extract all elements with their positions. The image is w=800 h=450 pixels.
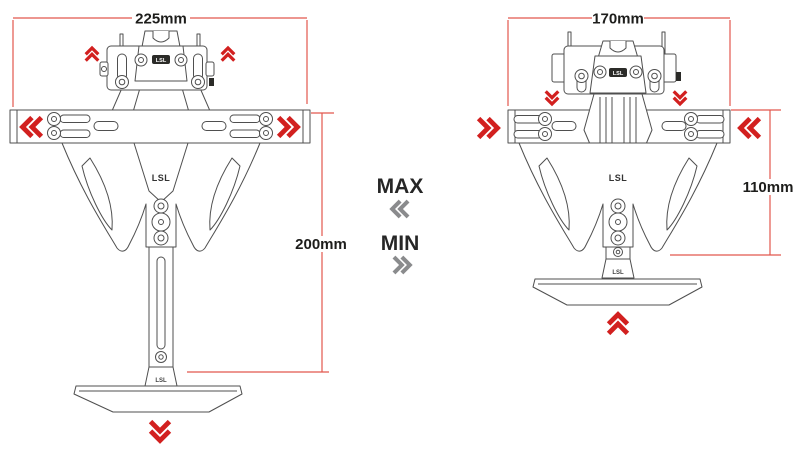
height-dimension-max: 200mm [187, 112, 347, 373]
plate-light [73, 385, 243, 413]
holder-body-min: LSL [518, 142, 718, 252]
chevron-left-icon [392, 201, 408, 217]
height-label-max: 200mm [295, 236, 347, 253]
legend: MAX MIN [377, 175, 424, 273]
stem-min: LSL [601, 246, 635, 279]
brand-logo-foot-max: LSL [155, 378, 167, 384]
chevron-up-icon [609, 315, 628, 334]
brand-logo-plate [152, 55, 170, 64]
holder-body-max: LSL [61, 142, 261, 252]
diagram-max: 225mm 200mm [9, 10, 347, 441]
chevron-down-icon [544, 89, 560, 106]
body-cutout-right [666, 157, 698, 231]
width-label-min: 170mm [592, 11, 644, 28]
stem-max: LSL [144, 246, 178, 387]
crossbar-max [9, 109, 311, 144]
chevron-up-icon [84, 46, 100, 63]
brand-logo-max: LSL [156, 58, 167, 64]
legend-max-label: MAX [377, 175, 424, 198]
body-cutout-left [538, 157, 570, 231]
chevron-down-icon [672, 89, 688, 106]
brand-logo-plate [609, 68, 627, 77]
body-cutout-left [81, 157, 113, 231]
width-dimension-min: 170mm [507, 10, 731, 106]
side-tab-right [205, 61, 215, 77]
width-label-max: 225mm [135, 11, 187, 28]
brand-logo-foot-min: LSL [612, 270, 624, 276]
body-outline [518, 142, 718, 252]
plate-light [532, 278, 703, 306]
stem-foot [601, 258, 635, 279]
chevron-up-icon [220, 46, 236, 63]
height-label-min: 110mm [743, 179, 794, 196]
brand-logo-body-max: LSL [152, 173, 171, 183]
height-dimension-min: 110mm [670, 109, 794, 256]
legend-min-label: MIN [381, 232, 420, 255]
chevron-down-icon [151, 422, 170, 441]
diagram-min: 170mm 110mm [479, 10, 794, 334]
chevron-right-icon [479, 119, 498, 138]
plate-light-max [73, 385, 243, 413]
brand-logo-body-min: LSL [609, 173, 628, 183]
chevron-left-icon [741, 119, 760, 138]
brand-logo-min: LSL [613, 71, 624, 77]
body-outline [61, 142, 261, 252]
top-mount-bracket: LSL [99, 30, 215, 91]
chevron-right-icon [394, 257, 410, 273]
body-cutout-right [209, 157, 241, 231]
width-dimension-max: 225mm [12, 10, 308, 107]
top-mount-bracket-min: LSL [551, 31, 681, 95]
plate-light-min [532, 278, 703, 306]
